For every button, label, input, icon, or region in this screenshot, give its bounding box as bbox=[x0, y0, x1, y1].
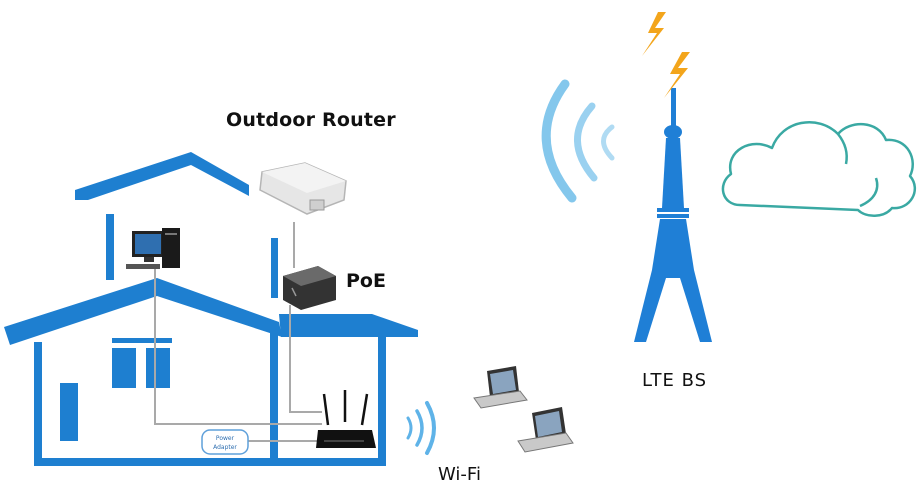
power-adapter-line1: Power bbox=[216, 435, 235, 442]
wall-right bbox=[378, 333, 386, 466]
lower-roof bbox=[4, 278, 282, 345]
lte-bs-label: LTE BS bbox=[642, 370, 708, 391]
wall-left bbox=[34, 342, 42, 466]
lte-signal-icon bbox=[541, 79, 615, 203]
power-adapter: Power Adapter bbox=[201, 429, 249, 455]
upper-wall-right bbox=[271, 238, 278, 298]
poe-label: PoE bbox=[346, 270, 386, 292]
wifi-router-icon bbox=[316, 390, 376, 448]
cable-poe-wifi-router bbox=[289, 305, 322, 413]
power-adapter-line2: Adapter bbox=[213, 444, 237, 451]
laptop-icon bbox=[517, 407, 574, 453]
cables bbox=[154, 222, 330, 442]
desktop-computer-icon bbox=[126, 228, 180, 269]
door bbox=[60, 383, 78, 441]
cable-desktop-wifi-router bbox=[154, 268, 322, 425]
lightning-icon bbox=[642, 12, 690, 98]
wifi-label: Wi-Fi bbox=[438, 464, 481, 485]
upper-roof bbox=[75, 152, 249, 200]
right-eave bbox=[279, 314, 418, 337]
window-pane-left bbox=[112, 348, 136, 388]
poe-injector-icon bbox=[283, 266, 336, 310]
laptop-icon bbox=[473, 366, 528, 409]
outdoor-router-label: Outdoor Router bbox=[226, 109, 396, 131]
wall-middle bbox=[270, 326, 278, 466]
floor bbox=[34, 458, 386, 466]
window-top bbox=[112, 338, 172, 343]
upper-wall-left bbox=[106, 214, 114, 280]
outdoor-router-icon bbox=[259, 162, 347, 215]
cell-tower-icon bbox=[634, 88, 712, 342]
wifi-signal-icon bbox=[406, 401, 436, 455]
house bbox=[4, 152, 418, 466]
cloud-icon bbox=[721, 120, 917, 217]
window-pane-right bbox=[146, 348, 170, 388]
